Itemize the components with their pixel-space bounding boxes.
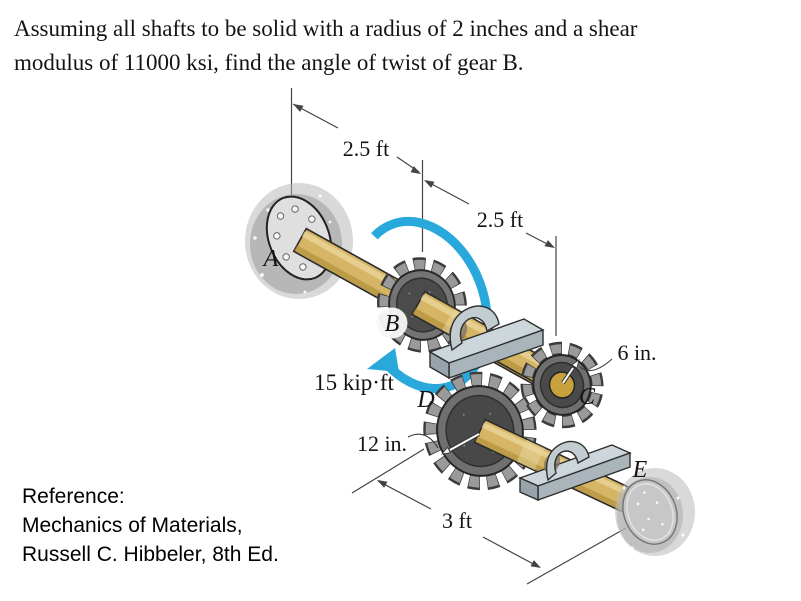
reference-source: Mechanics of Materials, [22,514,243,537]
torque-label: 15 kip·ft [314,370,394,395]
radius-arrow-d [441,432,480,455]
reference-block: Reference: Mechanics of Materials, Russe… [22,482,279,569]
radius-arrow-c [561,359,580,385]
problem-line-2: modulus of 11000 ksi, find the angle of … [14,50,524,75]
bearing-2 [518,440,632,502]
reference-author-edition: Russell C. Hibbeler, 8th Ed. [22,543,279,566]
problem-line-1: Assuming all shafts to be solid with a r… [14,16,638,41]
radius-label-c: 6 in. [617,340,656,365]
end-disc-e [622,479,678,545]
label-d: D [416,387,434,413]
label-a: A [262,246,279,272]
reference-heading: Reference: [22,485,125,508]
dim-label-de: 3 ft [442,508,472,533]
torque-arrowhead [367,348,399,372]
label-c: C [579,384,596,410]
radius-label-d: 12 in. [357,431,407,456]
label-b-badge [376,307,408,339]
dimension-lines [290,88,627,585]
leader-12in [407,433,439,449]
dim-label-ab: 2.5 ft [343,136,389,161]
label-b: B [385,311,400,337]
bearing-1 [428,305,545,380]
leader-6in [579,358,613,372]
dim-label-bc: 2.5 ft [477,207,523,232]
label-e: E [632,457,648,483]
problem-statement: Assuming all shafts to be solid with a r… [14,12,774,80]
